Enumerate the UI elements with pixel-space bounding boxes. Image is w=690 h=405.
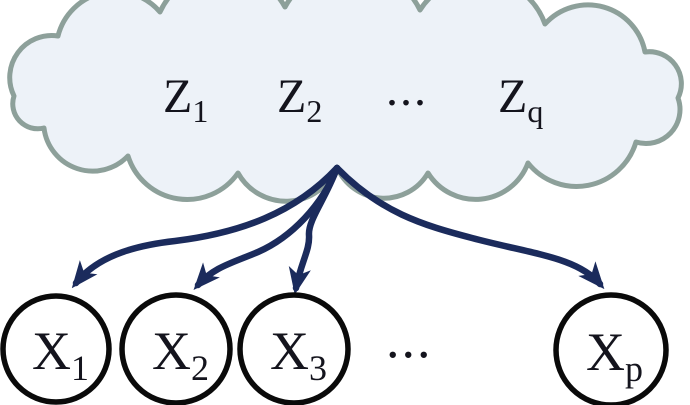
node-x3-circle xyxy=(237,292,351,405)
node-x3-label-sub: 3 xyxy=(309,348,327,388)
node-xp-label-base: X xyxy=(586,322,625,382)
cloud-ellipsis: ... xyxy=(386,63,428,116)
node-x1-circle xyxy=(0,293,112,405)
cloud-shape xyxy=(7,0,684,204)
cloud-label-zq: Zq xyxy=(498,70,543,129)
node-x2-label-base: X xyxy=(152,321,191,381)
node-x1-label: X1 xyxy=(32,321,89,388)
node-x2-label: X2 xyxy=(152,321,209,388)
node-x2-label-sub: 2 xyxy=(191,348,209,388)
cloud-label-z2-sub: 2 xyxy=(306,93,322,129)
node-xp-circle xyxy=(553,292,669,405)
node-xp-label-sub: p xyxy=(625,349,643,389)
cloud-label-z1-base: Z xyxy=(163,70,192,123)
cloud-label-zq-base: Z xyxy=(498,70,527,123)
node-x2-circle xyxy=(119,292,233,405)
arrow-cloud-to-xp xyxy=(333,164,605,290)
node-x3-label: X3 xyxy=(270,321,327,388)
node-x1-label-base: X xyxy=(32,321,71,381)
cloud-label-z1-sub: 1 xyxy=(192,93,208,129)
cloud-label-z1: Z1 xyxy=(163,70,208,129)
node-xp-label: Xp xyxy=(586,322,643,389)
arrow-cloud-to-x1 xyxy=(71,164,341,289)
nodes-ellipsis: ... xyxy=(386,309,433,369)
cloud-label-z2: Z2 xyxy=(277,70,322,129)
cloud-label-zq-sub: q xyxy=(527,93,543,129)
node-x1-label-sub: 1 xyxy=(71,348,89,388)
cloud-label-z2-base: Z xyxy=(277,70,306,123)
node-x3-label-base: X xyxy=(270,321,309,381)
arrow-cloud-to-x3 xyxy=(288,164,341,295)
